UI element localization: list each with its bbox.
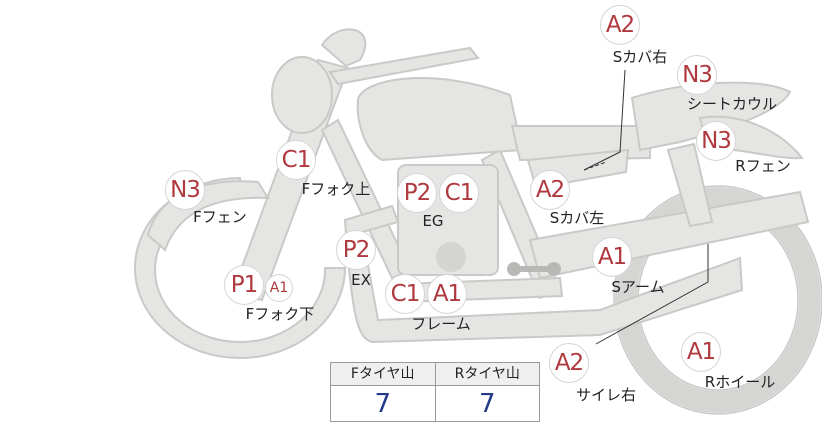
label-s-cover-left: Sカバ左 bbox=[549, 209, 605, 227]
rear-tire-tread-header: Rタイヤ山 bbox=[454, 366, 520, 382]
label-engine: EG bbox=[422, 212, 444, 230]
front-tire-tread-value: 7 bbox=[331, 386, 436, 422]
label-s-cover-right: Sカバ右 bbox=[612, 48, 668, 66]
fuel-tank bbox=[356, 77, 524, 162]
badge-side-stand-right: A2 bbox=[549, 343, 589, 383]
frame-upper bbox=[328, 46, 480, 86]
handlebar bbox=[320, 28, 367, 68]
label-side-stand-right: サイレ右 bbox=[575, 386, 637, 404]
badge-front-fork-lower-1: P1 bbox=[224, 265, 264, 305]
badge-exhaust: P2 bbox=[336, 230, 376, 270]
label-frame: フレーム bbox=[411, 315, 471, 333]
badge-front-fender: N3 bbox=[165, 170, 205, 210]
headlight bbox=[271, 56, 333, 134]
label-front-fork-upper: Fフォク上 bbox=[301, 180, 371, 198]
badge-seat-cowl: N3 bbox=[677, 55, 717, 95]
rear-tire-tread-value: 7 bbox=[478, 389, 496, 419]
front-tire-tread-header: Fタイヤ山 bbox=[331, 363, 436, 385]
tire-tread-table: Fタイヤ山 Rタイヤ山 7 7 bbox=[330, 362, 540, 422]
badge-swing-arm: A1 bbox=[592, 237, 632, 277]
label-swing-arm: Sアーム bbox=[611, 278, 665, 296]
rear-shock bbox=[666, 142, 714, 228]
badge-front-fork-upper: C1 bbox=[276, 140, 316, 180]
badge-engine-2: C1 bbox=[439, 173, 479, 213]
label-exhaust: EX bbox=[351, 271, 371, 289]
badge-rear-wheel: A1 bbox=[681, 332, 721, 372]
label-front-fender: Fフェン bbox=[193, 208, 247, 226]
badge-s-cover-right: A2 bbox=[600, 5, 640, 45]
badge-engine-1: P2 bbox=[397, 173, 437, 213]
badge-frame-2: A1 bbox=[427, 274, 467, 314]
label-rear-wheel: Rホイール bbox=[704, 373, 776, 391]
front-wheel bbox=[134, 176, 347, 359]
label-front-fork-lower: Fフォク下 bbox=[245, 305, 315, 323]
badge-s-cover-left: A2 bbox=[530, 170, 570, 210]
label-rear-fender: Rフェン bbox=[735, 157, 791, 175]
label-seat-cowl: シートカウル bbox=[686, 95, 778, 113]
badge-frame-1: C1 bbox=[385, 274, 425, 314]
badge-rear-fender: N3 bbox=[696, 121, 736, 161]
exhaust-pipe bbox=[343, 204, 744, 344]
badge-front-fork-lower-2: A1 bbox=[265, 274, 293, 302]
